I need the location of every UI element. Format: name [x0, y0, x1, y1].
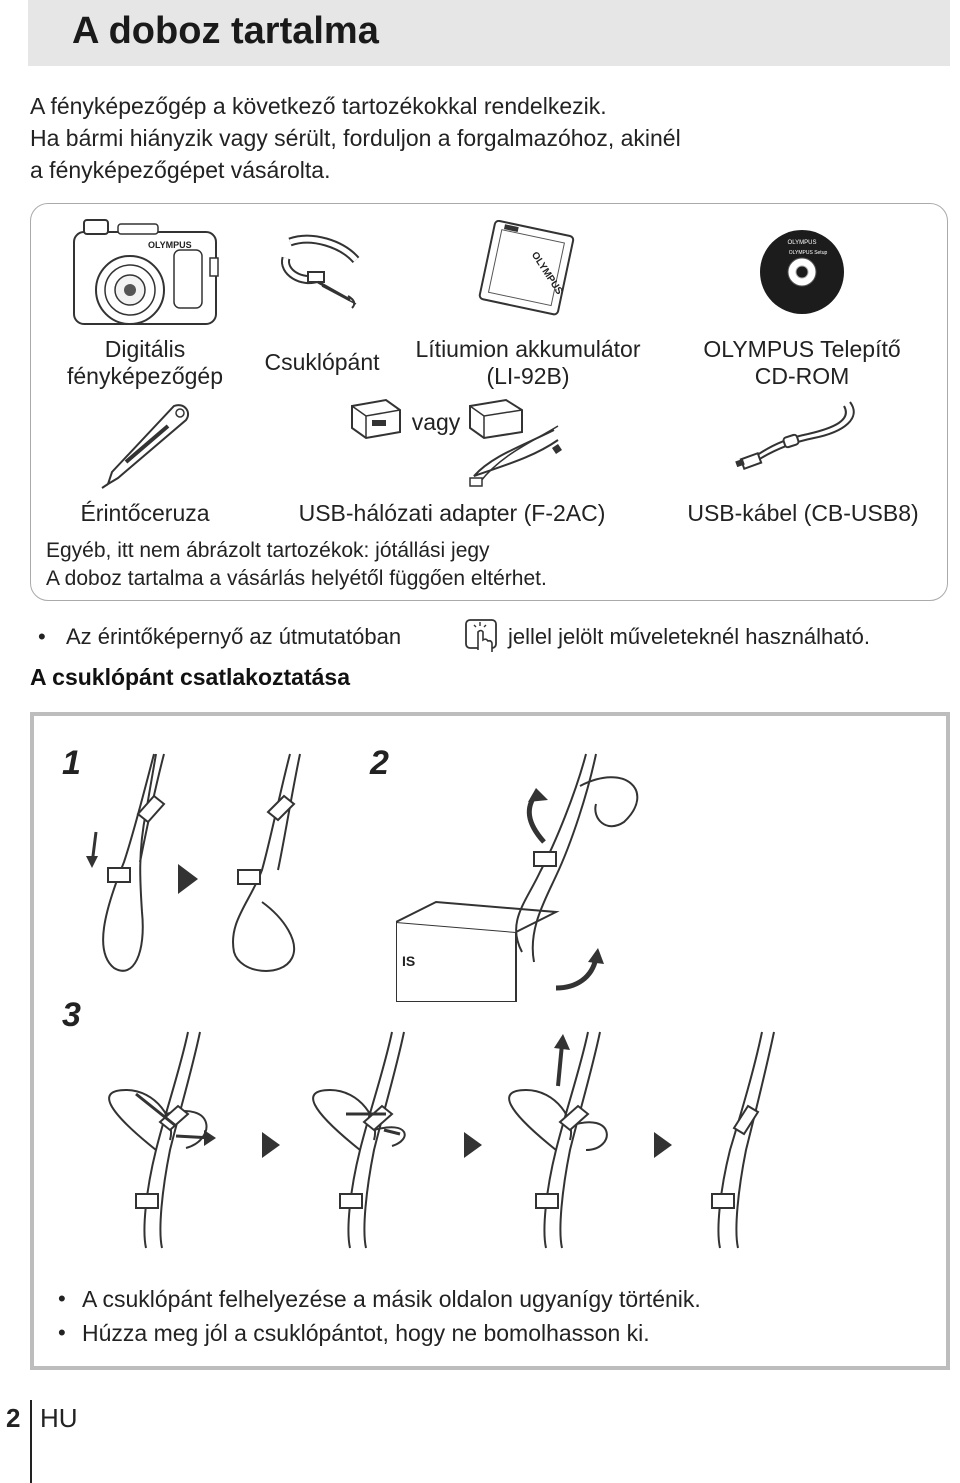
bullet-dot: •	[58, 1286, 66, 1311]
cdrom-label: OLYMPUS Telepítő CD-ROM	[703, 336, 901, 389]
svg-text:IS: IS	[402, 953, 415, 969]
touch-note-before: Az érintőképernyő az útmutatóban	[66, 624, 402, 649]
touch-icon	[465, 619, 497, 652]
adapter-label: USB-hálózati adapter (F-2AC)	[298, 500, 606, 526]
footer-divider	[30, 1400, 32, 1483]
step3c-illustration	[508, 1031, 608, 1249]
arrow-icon	[262, 1132, 280, 1158]
strap-note: Húzza meg jól a csuklópántot, hogy ne bo…	[82, 1320, 650, 1346]
intro-line: A fényképezőgép a következő tartozékokka…	[30, 93, 607, 119]
arrow-icon	[654, 1132, 672, 1158]
or-label: vagy	[411, 409, 461, 435]
strap-note: A csuklópánt felhelyezése a másik oldalo…	[82, 1286, 701, 1312]
language-code: HU	[40, 1403, 78, 1433]
touch-note-after: jellel jelölt műveleteknél használható.	[508, 624, 870, 649]
battery-illustration: OLYMPUS	[478, 220, 575, 316]
strap-steps-box	[30, 712, 950, 1370]
step-number: 1	[62, 744, 81, 782]
page-title: A doboz tartalma	[72, 10, 379, 52]
step-number: 3	[62, 996, 81, 1034]
contents-box	[30, 203, 948, 601]
camera-label: Digitális fényképezőgép	[66, 336, 223, 389]
step2-illustration: IS	[396, 753, 639, 1002]
step1b-illustration	[232, 753, 301, 972]
bullet-dot: •	[38, 624, 46, 649]
camera-brand: OLYMPUS	[148, 240, 192, 250]
box-contents-note: A doboz tartalma a vásárlás helyétől füg…	[46, 567, 547, 590]
usb-cable-label: USB-kábel (CB-USB8)	[687, 500, 919, 526]
camera-illustration: OLYMPUS	[73, 219, 219, 325]
strap-label: Csuklópánt	[264, 349, 380, 375]
title-bar	[28, 0, 950, 66]
cd-illustration: OLYMPUS OLYMPUS Setup	[760, 230, 844, 314]
arrow-icon	[464, 1132, 482, 1158]
battery-label: Lítiumion akkumulátor (LI-92B)	[415, 336, 641, 389]
intro-line: a fényképezőgépet vásárolta.	[30, 157, 331, 183]
cd-setup-text: OLYMPUS Setup	[789, 250, 828, 256]
step-number: 2	[370, 744, 389, 782]
step3a-illustration	[108, 1031, 216, 1249]
step3d-illustration	[711, 1031, 775, 1249]
usb-cable-illustration	[735, 401, 855, 471]
stylus-illustration	[101, 404, 190, 489]
intro-text: A fényképezőgép a következő tartozékokka…	[30, 90, 681, 186]
arrow-icon	[178, 864, 198, 894]
strap-illustration	[281, 234, 360, 309]
step1a-illustration	[86, 753, 166, 972]
cd-brand: OLYMPUS	[788, 240, 817, 246]
adapter-illustration	[351, 398, 401, 440]
stylus-label: Érintőceruza	[80, 500, 210, 526]
intro-line: Ha bármi hiányzik vagy sérült, forduljon…	[30, 125, 681, 151]
other-accessories-note: Egyéb, itt nem ábrázolt tartozékok: jótá…	[46, 539, 490, 562]
page-number: 2	[6, 1403, 21, 1433]
adapter-alt-illustration	[469, 398, 562, 487]
bullet-dot: •	[58, 1320, 66, 1345]
step3b-illustration	[312, 1031, 406, 1249]
section-heading: A csuklópánt csatlakoztatása	[30, 664, 350, 690]
